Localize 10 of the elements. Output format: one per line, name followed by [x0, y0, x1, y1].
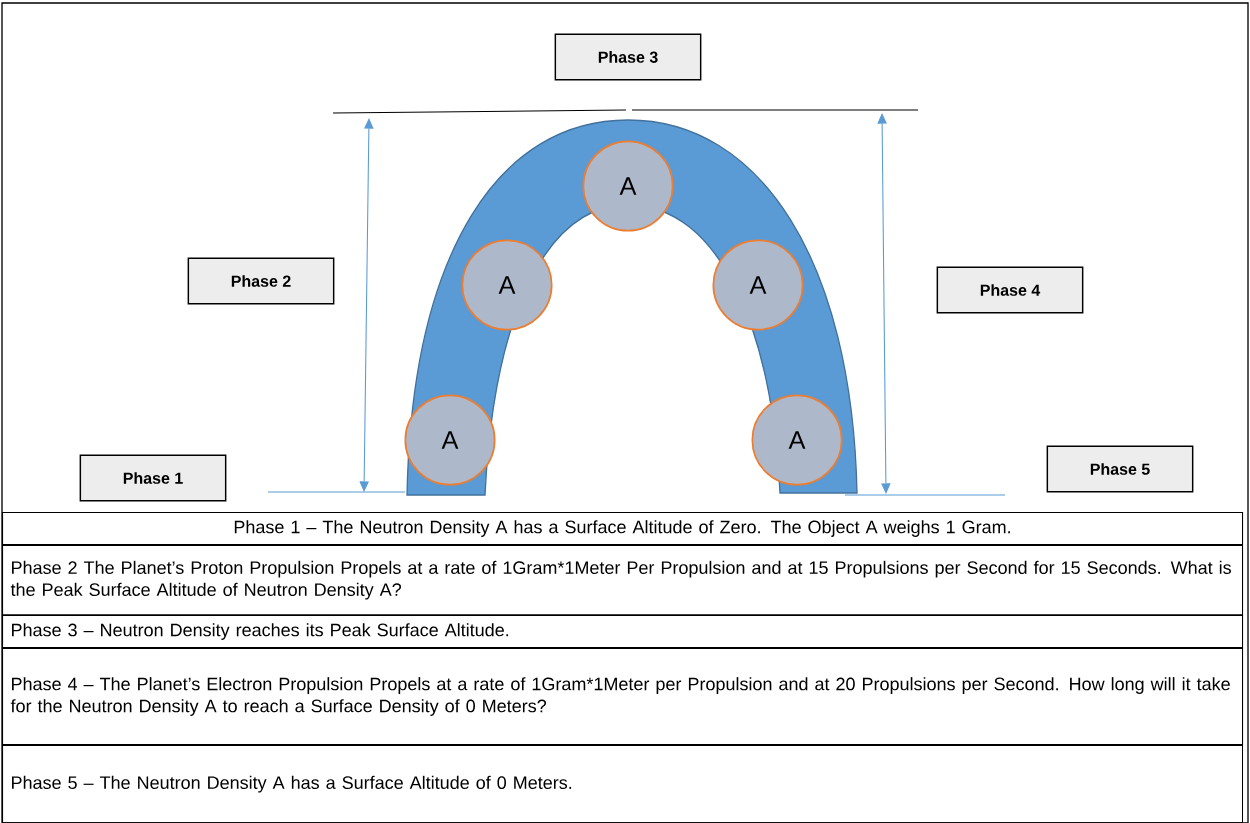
- phase-box: Phase 3: [554, 33, 702, 81]
- phase-box: Phase 1: [79, 454, 227, 502]
- phase-box: Phase 5: [1046, 445, 1194, 493]
- phase-box: Phase 4: [936, 266, 1084, 314]
- phase-box: Phase 2: [187, 257, 335, 305]
- table-cell: Phase 1 – The Neutron Density A has a Surface Altitude of Zero. The Object A weighs 1 Gram.: [2, 512, 1244, 546]
- table-cell: Phase 3 – Neutron Density reaches its Peak Surface Altitude.: [2, 615, 1244, 649]
- table-cell: Phase 2 The Planet’s Proton Propulsion Propels at a rate of 1Gram*1Meter Per Propulsion and at 15 Propulsions per Second for 15 Seconds. What is the Peak Surface Altitude of Neutron Density A?: [2, 545, 1244, 616]
- table-cell: Phase 4 – The Planet’s Electron Propulsion Propels at a rate of 1Gram*1Meter per Propulsion and at 20 Propulsions per Second. How long will it take for the Neutron Density A to reach a Surface Density of 0 Meters?: [2, 648, 1244, 746]
- table-cell: Phase 5 – The Neutron Density A has a Surface Altitude of 0 Meters.: [2, 745, 1244, 823]
